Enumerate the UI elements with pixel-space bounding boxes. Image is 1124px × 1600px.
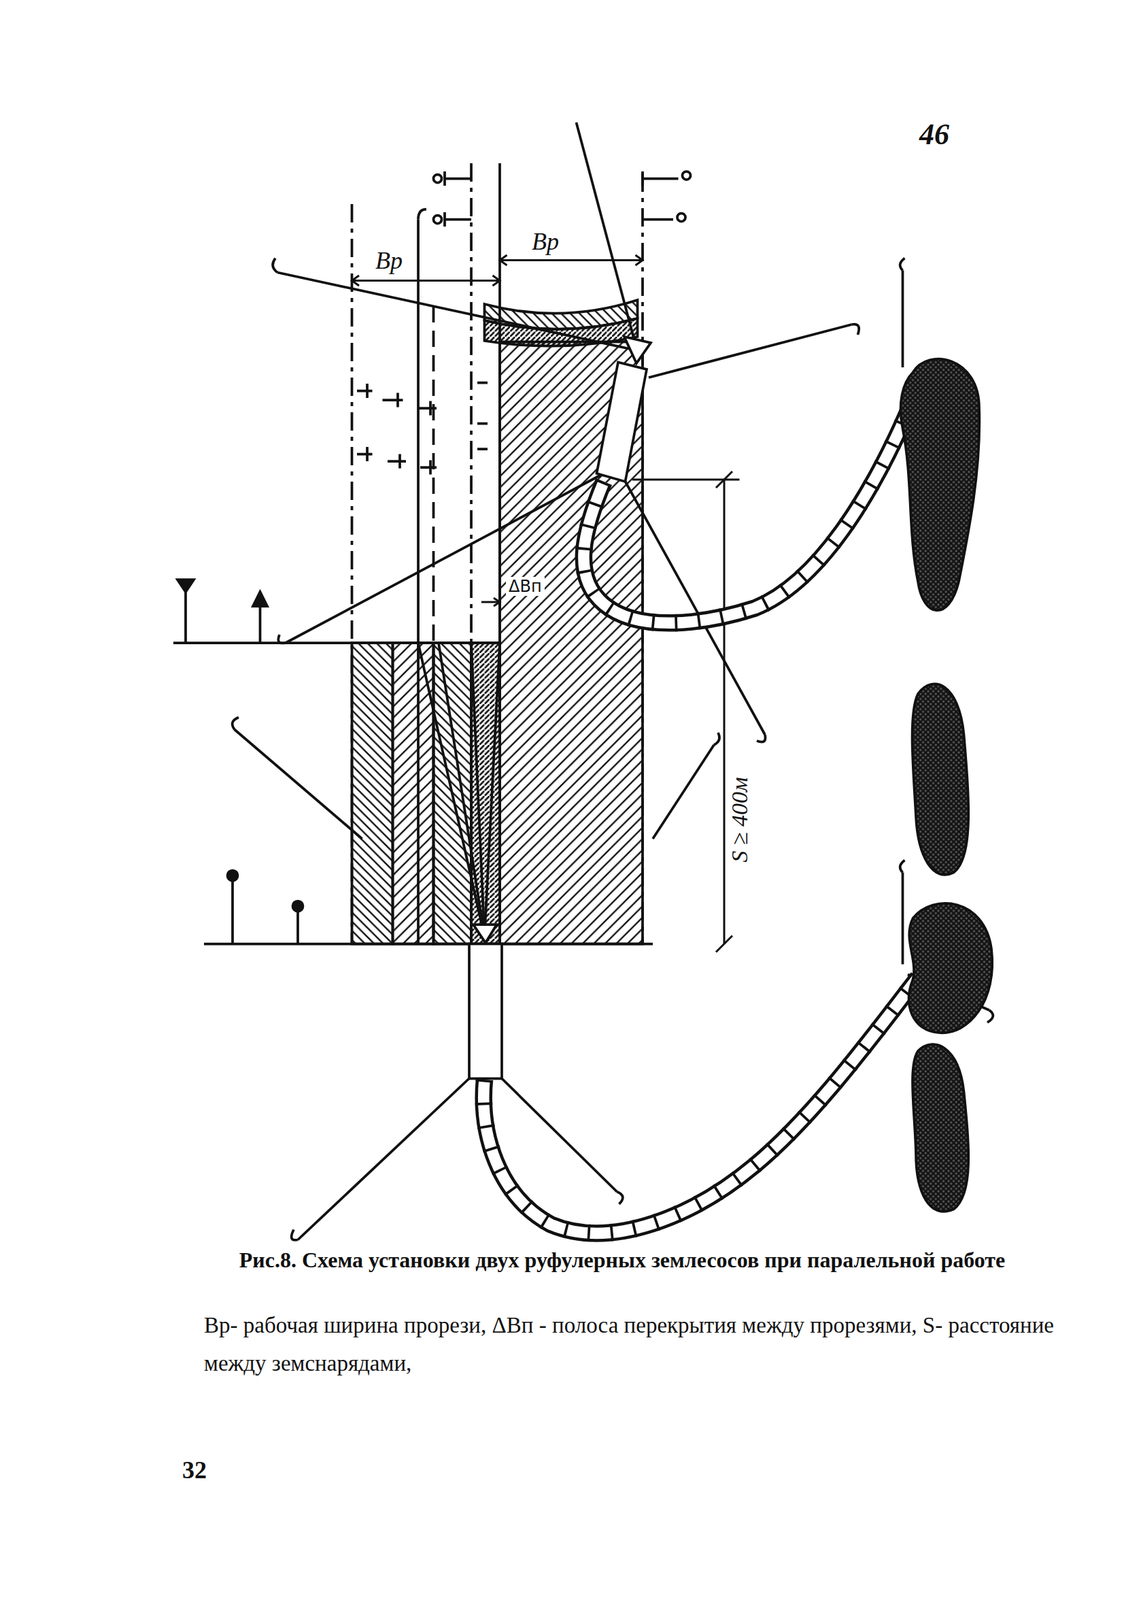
dimension-label: Bp (531, 227, 559, 256)
alignment-flags-part (444, 171, 472, 186)
anchor-cables-part (648, 324, 853, 378)
alignment-flags-part (444, 212, 472, 227)
dredgers-part (597, 362, 648, 483)
anchor-cables-part (901, 270, 905, 368)
anchor-cables-part (234, 729, 363, 840)
anchor-cables-part (277, 272, 631, 350)
axis-lines-part (173, 641, 500, 644)
anchor-cables-part (499, 1076, 618, 1192)
spoil-dumps-part (909, 903, 993, 1033)
side-markers-part (231, 879, 234, 944)
alignment-flags-part (433, 215, 442, 224)
axis-lines-part (350, 203, 354, 944)
axis-lines-part (484, 642, 501, 937)
alignment-flags (356, 171, 691, 475)
spoil-dumps-part (912, 1043, 969, 1212)
axis-lines-part (432, 305, 436, 944)
side-markers (177, 579, 304, 944)
width-dimensions-part (352, 275, 501, 286)
spoil-dumps (900, 359, 993, 1212)
dredgers-part (624, 336, 651, 364)
width-dimensions (352, 254, 740, 952)
anchor-cables-part (297, 1076, 472, 1240)
page-number: 46 (919, 116, 950, 152)
dimension-label: S ≥ 400м (726, 773, 753, 865)
side-markers-part (227, 870, 238, 881)
anchor-cables-part (232, 258, 994, 1240)
dredgers (469, 336, 651, 1079)
width-dimensions-part (716, 471, 733, 952)
side-markers-part (293, 900, 304, 912)
pontoon-pipelines (483, 387, 918, 1233)
dimension-label: ΔBп (505, 576, 545, 596)
page-number: 32 (182, 1455, 207, 1484)
side-markers-part (252, 591, 268, 606)
side-markers-part (259, 603, 262, 643)
alignment-flags-part (642, 171, 679, 186)
alignment-flags-part (682, 171, 691, 180)
spoil-dumps-part (900, 359, 980, 610)
anchor-cables-part (901, 872, 905, 965)
side-markers-part (296, 909, 300, 944)
alignment-flags-part (642, 218, 674, 221)
pontoon-pipelines-part (483, 977, 918, 1233)
side-markers-part (184, 589, 187, 643)
axis-lines-part (641, 173, 644, 944)
legend-note: Bр- рабочая ширина прорези, ΔBп - полоса… (203, 1305, 1054, 1382)
dredgers-part (469, 943, 502, 1079)
spoil-dumps-part (912, 684, 969, 875)
width-dimensions-part (493, 597, 500, 606)
anchor-cables-part (285, 474, 602, 644)
pontoon-pipelines-part (483, 977, 918, 1233)
width-dimensions-part (499, 259, 643, 262)
anchor-cables-part (652, 744, 714, 839)
alignment-flags-part (356, 446, 437, 475)
width-dimensions-part (723, 479, 726, 944)
anchor-cables (232, 122, 994, 1240)
side-markers-part (177, 579, 194, 592)
anchor-cables-part (576, 122, 638, 353)
alignment-flags-part (677, 213, 686, 222)
alignment-flags-part (418, 209, 427, 220)
axis-lines-part (203, 942, 653, 946)
pontoon-pipelines-part (483, 977, 918, 1233)
alignment-flags-part (477, 382, 488, 450)
dredgers-part (473, 924, 498, 943)
width-dimensions-part (352, 279, 501, 282)
axis-lines-part (416, 219, 420, 944)
axis-lines-part (418, 642, 485, 937)
alignment-flags-part (433, 174, 442, 183)
hatched-areas (352, 299, 644, 944)
hatched-areas-part (352, 642, 394, 944)
axis-lines-part (438, 642, 485, 937)
dimension-label: Bp (375, 246, 403, 275)
axis-lines-part (471, 642, 485, 937)
alignment-flags-part (356, 383, 437, 416)
width-dimensions-part (499, 254, 643, 266)
figure-caption: Рис.8. Схема установки двух руфулерных з… (203, 1245, 1041, 1273)
